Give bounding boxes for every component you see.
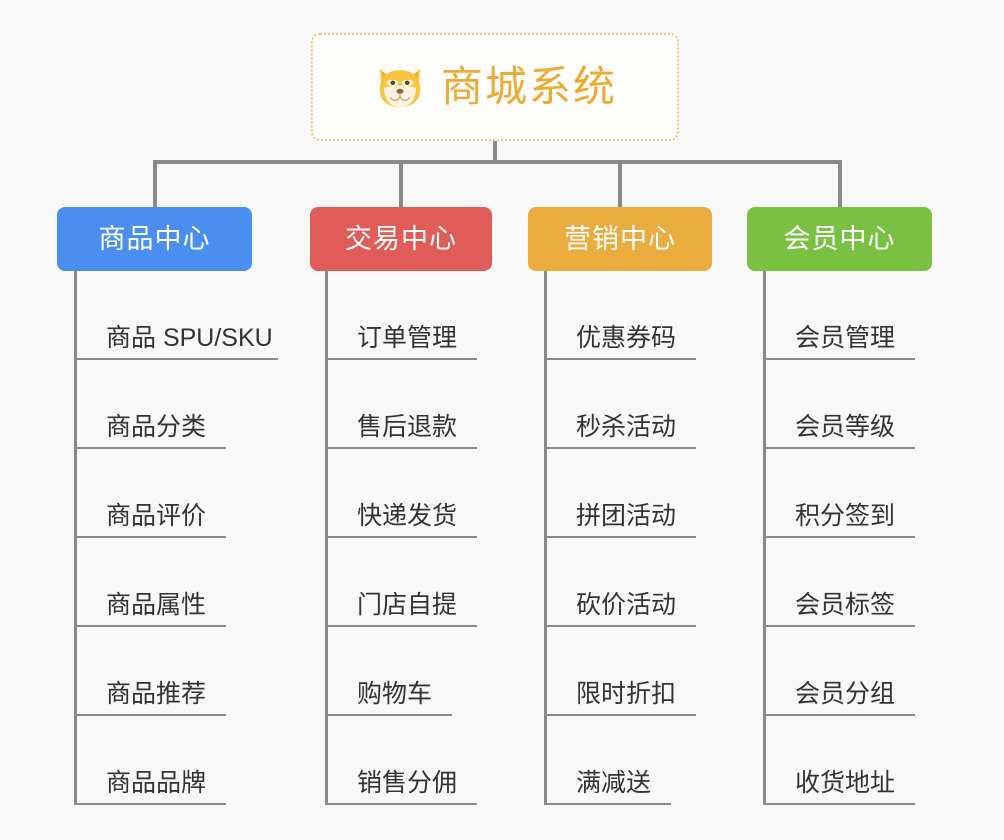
leaf-underline — [325, 536, 477, 538]
leaf-item[interactable]: 会员标签 — [763, 538, 915, 627]
leaf-underline — [544, 447, 696, 449]
leaf-item[interactable]: 收货地址 — [763, 716, 915, 805]
category-box-member-center[interactable]: 会员中心 — [747, 207, 932, 271]
leaf-underline — [763, 803, 915, 805]
leaf-underline — [74, 358, 278, 360]
category-label: 营销中心 — [564, 223, 676, 254]
leaf-underline — [74, 447, 226, 449]
leaf-item-label: 快递发货 — [357, 502, 458, 530]
shiba-dog-face-icon — [379, 68, 421, 108]
leaf-item-label: 商品推荐 — [106, 680, 207, 708]
leaf-item[interactable]: 门店自提 — [325, 538, 477, 627]
leaf-spine — [74, 271, 77, 805]
leaf-underline — [325, 358, 477, 360]
leaf-item-label: 商品分类 — [106, 413, 207, 441]
leaf-underline — [325, 625, 477, 627]
connector-drop-trade-center — [399, 160, 403, 207]
leaf-underline — [544, 714, 696, 716]
leaf-item-label: 砍价活动 — [576, 591, 677, 619]
connector-drop-member-center — [837, 160, 842, 207]
leaf-item[interactable]: 商品品牌 — [74, 716, 226, 805]
leaf-item-label: 销售分佣 — [357, 769, 458, 797]
leaf-underline — [763, 625, 915, 627]
leaf-item[interactable]: 秒杀活动 — [544, 360, 696, 449]
leaf-item[interactable]: 售后退款 — [325, 360, 477, 449]
leaf-item-label: 门店自提 — [357, 591, 458, 619]
leaf-item[interactable]: 会员分组 — [763, 627, 915, 716]
leaf-item-label: 满减送 — [576, 769, 652, 797]
category-label: 会员中心 — [783, 223, 896, 254]
leaf-underline — [74, 625, 226, 627]
connector-root-stem — [493, 141, 497, 164]
leaf-item[interactable]: 商品评价 — [74, 449, 226, 538]
leaf-item[interactable]: 商品分类 — [74, 360, 226, 449]
category-box-trade-center[interactable]: 交易中心 — [310, 207, 492, 271]
leaf-item[interactable]: 商品 SPU/SKU — [74, 271, 278, 360]
leaf-item-label: 商品 SPU/SKU — [106, 324, 273, 352]
leaf-item-label: 商品品牌 — [106, 769, 207, 797]
connector-horizontal-bus — [152, 160, 842, 164]
leaf-item[interactable]: 拼团活动 — [544, 449, 696, 538]
leaf-item-label: 订单管理 — [357, 324, 458, 352]
leaf-item-label: 商品评价 — [106, 502, 207, 530]
leaf-underline — [763, 714, 915, 716]
leaf-spine — [325, 271, 328, 805]
leaf-item-label: 收货地址 — [795, 769, 896, 797]
leaf-item[interactable]: 商品属性 — [74, 538, 226, 627]
leaf-underline — [325, 447, 477, 449]
leaf-item[interactable]: 限时折扣 — [544, 627, 696, 716]
leaf-underline — [325, 803, 477, 805]
category-box-marketing-center[interactable]: 营销中心 — [528, 207, 712, 271]
leaf-item[interactable]: 会员等级 — [763, 360, 915, 449]
leaf-item[interactable]: 会员管理 — [763, 271, 915, 360]
leaf-item[interactable]: 满减送 — [544, 716, 671, 805]
leaf-item-label: 售后退款 — [357, 413, 458, 441]
leaf-item[interactable]: 购物车 — [325, 627, 452, 716]
leaf-underline — [763, 358, 915, 360]
leaf-item-label: 限时折扣 — [576, 680, 677, 708]
connector-drop-marketing-center — [618, 160, 622, 207]
leaf-item[interactable]: 订单管理 — [325, 271, 477, 360]
leaf-underline — [763, 447, 915, 449]
category-label: 商品中心 — [98, 223, 211, 254]
leaf-underline — [544, 536, 696, 538]
leaf-spine — [763, 271, 766, 805]
leaf-item[interactable]: 砍价活动 — [544, 538, 696, 627]
leaf-underline — [74, 803, 226, 805]
leaf-underline — [544, 358, 696, 360]
leaf-item-label: 秒杀活动 — [576, 413, 677, 441]
leaf-item[interactable]: 商品推荐 — [74, 627, 226, 716]
leaf-item-label: 会员等级 — [795, 413, 896, 441]
category-label: 交易中心 — [345, 223, 457, 254]
leaf-underline — [325, 714, 452, 716]
leaf-underline — [74, 714, 226, 716]
leaf-item[interactable]: 优惠券码 — [544, 271, 696, 360]
leaf-underline — [544, 625, 696, 627]
leaf-underline — [74, 536, 226, 538]
leaf-item-label: 购物车 — [357, 680, 433, 708]
leaf-item-label: 会员管理 — [795, 324, 896, 352]
leaf-spine — [544, 271, 547, 805]
leaf-item-label: 优惠券码 — [576, 324, 677, 352]
leaf-item-label: 积分签到 — [795, 502, 896, 530]
leaf-item[interactable]: 销售分佣 — [325, 716, 477, 805]
leaf-item-label: 拼团活动 — [576, 502, 677, 530]
leaf-item-label: 会员标签 — [795, 591, 896, 619]
connector-drop-product-center — [152, 160, 157, 207]
leaf-item-label: 商品属性 — [106, 591, 207, 619]
leaf-item-label: 会员分组 — [795, 680, 896, 708]
category-box-product-center[interactable]: 商品中心 — [57, 207, 252, 271]
leaf-underline — [544, 803, 671, 805]
leaf-item[interactable]: 快递发货 — [325, 449, 477, 538]
leaf-item[interactable]: 积分签到 — [763, 449, 915, 538]
root-node-mall-system[interactable]: 商城系统 — [311, 33, 679, 141]
root-node-title: 商城系统 — [440, 63, 617, 110]
leaf-underline — [763, 536, 915, 538]
